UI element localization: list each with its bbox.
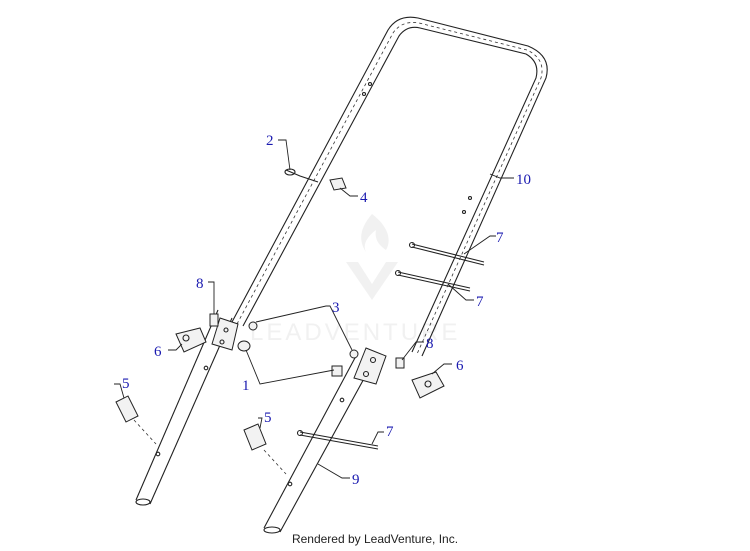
wire-tie-upper	[408, 241, 485, 266]
nut-right	[349, 349, 359, 359]
callout-3: 3	[332, 300, 340, 316]
callout-8-right: 8	[426, 336, 434, 352]
upper-handle	[231, 16, 548, 357]
leader-7a	[463, 235, 496, 255]
callout-2: 2	[266, 133, 274, 149]
leader-9	[317, 463, 350, 479]
leader-5a	[114, 383, 125, 399]
callout-9: 9	[352, 472, 360, 488]
right-bracket	[353, 347, 387, 385]
callout-8-left: 8	[196, 276, 204, 292]
clip-part	[329, 177, 347, 191]
callout-7-upper: 7	[496, 230, 504, 246]
carriage-bolt-left	[237, 340, 251, 352]
leader-7b	[447, 283, 474, 301]
wire-tie-lower	[296, 429, 379, 450]
bolt-right	[395, 357, 405, 369]
callout-7-lower: 7	[386, 424, 394, 440]
callout-5-left: 5	[122, 376, 130, 392]
leader-2	[278, 139, 291, 171]
callout-4: 4	[360, 190, 368, 206]
callout-6-right: 6	[456, 358, 464, 374]
leader-10	[489, 173, 514, 179]
carriage-bolt-right	[331, 365, 343, 377]
bolt-left	[209, 313, 219, 327]
leader-8b	[401, 341, 424, 361]
knob-left	[115, 395, 157, 445]
callout-1: 1	[242, 378, 250, 394]
leader-1	[245, 349, 335, 385]
leader-6b	[431, 363, 452, 375]
callout-10: 10	[516, 172, 531, 188]
wire-tie-middle	[394, 269, 471, 292]
footer-credit: Rendered by LeadVenture, Inc.	[291, 532, 459, 546]
leader-4	[339, 187, 358, 197]
leader-3	[255, 305, 353, 351]
callout-7-middle: 7	[476, 294, 484, 310]
leader-5b	[258, 417, 263, 429]
nut-left	[248, 321, 258, 331]
cam-lever-right	[411, 371, 445, 399]
cam-lever-left	[175, 327, 207, 353]
leader-8a	[208, 281, 215, 314]
leader-6a	[168, 343, 183, 351]
callout-6-left: 6	[154, 344, 162, 360]
lower-handle-right	[263, 355, 373, 534]
callout-5-right: 5	[264, 410, 272, 426]
knob-right	[243, 423, 287, 475]
watermark-logo: LEADVENTURE	[250, 214, 457, 346]
leader-7c	[371, 431, 384, 445]
